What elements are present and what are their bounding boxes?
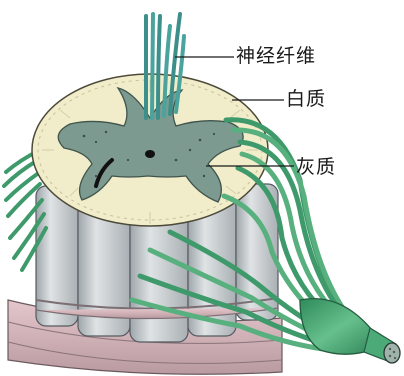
cord-cross-section [32,74,268,226]
nerve-cut-end [384,343,400,363]
nerve-fibers-top [146,14,184,118]
label-white-matter: 白质 [286,90,326,109]
label-nerve-fiber: 神经纤维 [236,47,316,66]
label-gray-matter: 灰质 [296,158,336,177]
